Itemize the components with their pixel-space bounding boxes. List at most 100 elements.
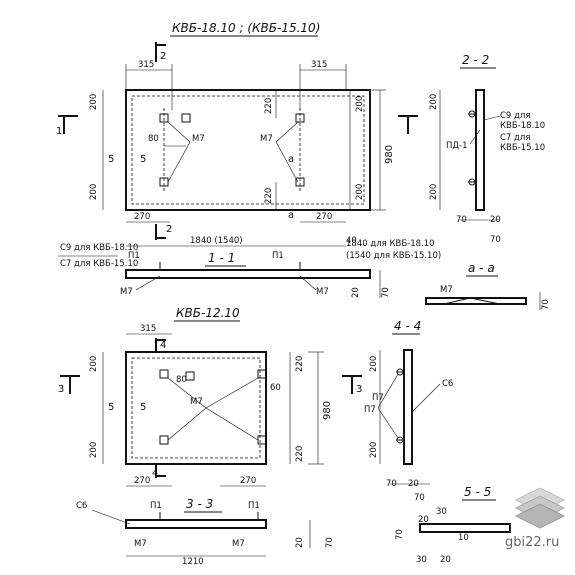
dim-20-sec11: 20 <box>351 287 361 298</box>
dim-200-sec22-top: 200 <box>429 94 439 110</box>
label-5-mid-outer: 5 <box>108 402 114 413</box>
label-m7-left-sec11: M7 <box>120 287 133 297</box>
dim-1840: 1840 (1540) <box>190 236 243 246</box>
title-4-4: 4 - 4 <box>394 319 421 333</box>
dim-315-right: 315 <box>311 60 327 70</box>
dim-270-right: 270 <box>316 212 332 222</box>
dim-200-left-bottom: 200 <box>89 184 99 200</box>
dim-220-bottom: 220 <box>264 188 274 204</box>
title-2-2: 2 - 2 <box>462 53 489 67</box>
section-3-3: 3 - 3 С6 П1 П1 M7 M7 1210 20 70 <box>76 497 335 567</box>
dim-10-sec55: 10 <box>458 533 469 543</box>
dim-20-sec44: 20 <box>408 479 419 489</box>
note-c7: С7 для КВБ-15.10 <box>60 259 138 269</box>
dim-20-sec22: 20 <box>490 215 501 225</box>
loop-mid-left-bottom <box>159 435 169 445</box>
dim-200-mid-bottom: 200 <box>89 442 99 458</box>
slab-section-2-2 <box>475 89 485 211</box>
label-m7-mid: M7 <box>190 397 203 407</box>
label-m7-right: M7 <box>260 134 273 144</box>
label-c6-sec33: С6 <box>76 501 87 511</box>
dim-200-left-top: 200 <box>89 94 99 110</box>
dim-20b-sec55: 20 <box>440 555 451 565</box>
label-p1-right: П1 <box>272 251 284 261</box>
title-1-1: 1 - 1 <box>208 251 235 265</box>
dim-30-sec55: 30 <box>436 507 447 517</box>
note-1840-18-10: 1840 для КВБ-18.10 <box>346 239 435 249</box>
slab-section-3-3 <box>125 519 267 529</box>
dim-200-sec44-bottom: 200 <box>369 442 379 458</box>
note-1540-15-10: (1540 для КВБ-15.10) <box>346 251 441 261</box>
label-m7-aa: M7 <box>440 285 453 295</box>
label-p7-sec44: П7 <box>364 405 376 415</box>
title-a-a: а - а <box>468 261 495 275</box>
slab-section-1-1 <box>125 269 371 279</box>
cut-2-label-top: 2 <box>160 51 166 62</box>
cut-3-label-left: 3 <box>58 384 64 395</box>
dim-70-sec11: 70 <box>381 287 391 298</box>
label-m7-left: M7 <box>192 134 205 144</box>
cut-1-label: 1 <box>56 126 62 137</box>
dim-70-aa: 70 <box>541 299 551 310</box>
dim-980-mid: 980 <box>322 401 333 420</box>
loop-mid-left-top <box>159 369 169 379</box>
label-a-bottom: а <box>288 210 294 221</box>
dim-315-mid: 315 <box>140 324 156 334</box>
cut-3-label-right: 3 <box>356 384 362 395</box>
plan-kvb-12-10: КВБ-12.10 315 4 80 60 M7 5 5 200 200 220… <box>58 306 362 487</box>
title-5-5: 5 - 5 <box>464 485 491 499</box>
dim-40: 40 <box>346 236 357 246</box>
section-1-1: С9 для КВБ-18.10 С7 для КВБ-15.10 1 - 1 … <box>58 239 441 298</box>
dim-270-left: 270 <box>134 212 150 222</box>
dim-70-sec22: 70 <box>456 215 467 225</box>
dim-270-mid-right: 270 <box>240 476 256 486</box>
label-p7b-sec44: П7 <box>372 393 384 403</box>
slab-section-a-a <box>425 297 527 305</box>
dim-80: 80 <box>148 134 159 144</box>
label-5-outer: 5 <box>108 154 114 165</box>
title-3-3: 3 - 3 <box>186 497 213 511</box>
label-pd1: ПД-1 <box>446 141 468 151</box>
slab-section-5-5 <box>419 523 511 533</box>
dim-200-right-top: 200 <box>355 96 365 112</box>
label-c7b-sec22: КВБ-15.10 <box>500 143 545 153</box>
label-p1-left-sec33: П1 <box>150 501 162 511</box>
watermark-logo: gbi22.ru <box>505 487 566 550</box>
dim-1210: 1210 <box>182 557 204 567</box>
cut-2-label-bottom: 2 <box>166 224 172 235</box>
label-m7-left-sec33: M7 <box>134 539 147 549</box>
section-4-4: 4 - 4 200 200 С6 П7 П7 70 20 70 <box>364 319 453 503</box>
label-c9b-sec22: КВБ-18.10 <box>500 121 545 131</box>
label-p1-right-sec33: П1 <box>248 501 260 511</box>
label-m7-right-sec33: M7 <box>232 539 245 549</box>
dim-70-sec33: 70 <box>325 537 335 548</box>
label-c7-sec22: С7 для <box>500 133 530 143</box>
cut-4-label-bottom: 4 <box>152 468 158 479</box>
loop-mid-right-top <box>257 369 267 379</box>
dim-315-left: 315 <box>138 60 154 70</box>
label-5-mid-inner: 5 <box>140 402 146 413</box>
section-a-a: а - а M7 70 <box>425 261 551 310</box>
note-c9: С9 для КВБ-18.10 <box>60 243 138 253</box>
slab-inner-dashed <box>131 95 365 205</box>
dim-220-mid-top: 220 <box>295 356 305 372</box>
dim-220-top: 220 <box>264 98 274 114</box>
label-a: а <box>288 154 294 165</box>
dim-980: 980 <box>384 145 395 164</box>
section-5-5: 5 - 5 30 20 10 70 30 20 <box>395 485 511 565</box>
dim-220-mid-bottom: 220 <box>295 446 305 462</box>
slab-outline-18-10 <box>125 89 371 211</box>
dim-200-sec44-top: 200 <box>369 356 379 372</box>
dim-200-sec22-bottom: 200 <box>429 184 439 200</box>
dim-70-sec55: 70 <box>395 529 405 540</box>
dim-70b-sec22: 70 <box>490 235 501 245</box>
dim-70-sec44: 70 <box>386 479 397 489</box>
slab-outline-12-10 <box>125 351 267 465</box>
label-p1-left: П1 <box>128 251 140 261</box>
dim-200-right-bottom: 200 <box>355 184 365 200</box>
label-c6-sec44: С6 <box>442 379 453 389</box>
watermark-text: gbi22.ru <box>505 535 559 550</box>
dim-30b-sec55: 30 <box>416 555 427 565</box>
dim-270-mid-left: 270 <box>134 476 150 486</box>
